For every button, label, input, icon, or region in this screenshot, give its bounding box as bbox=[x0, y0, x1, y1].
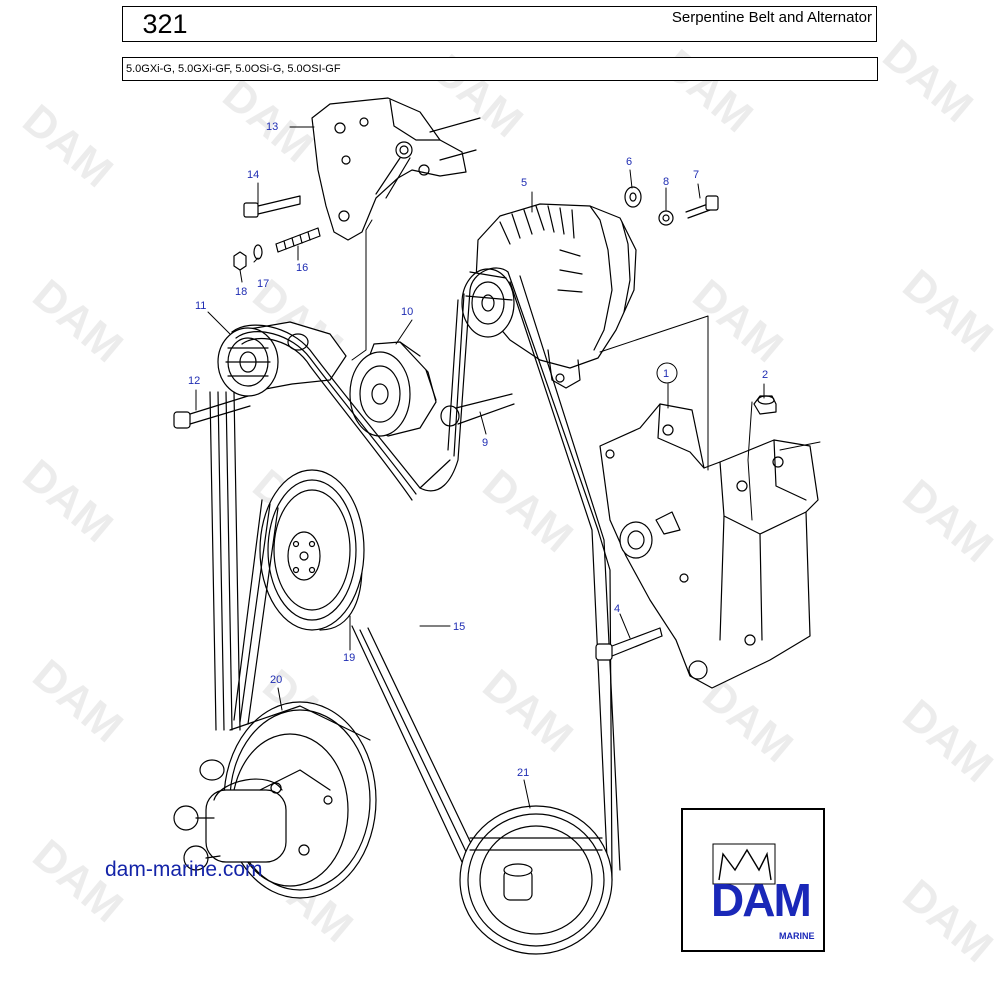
alternator-bracket-part bbox=[599, 403, 819, 689]
seawater-pump-part bbox=[173, 701, 377, 899]
drive-belt-lower bbox=[209, 391, 479, 863]
watermark-text: DAM bbox=[654, 40, 762, 142]
watermark-text: DAM bbox=[24, 270, 132, 372]
callout-16: 16 bbox=[296, 262, 308, 274]
callout-labels: 1 2 3 4 5 6 7 8 9 10 11 12 13 14 15 16 1… bbox=[188, 121, 768, 830]
logo-subtext: MARINE bbox=[779, 931, 815, 941]
callout-11: 11 bbox=[195, 300, 206, 312]
upper-bracket-part bbox=[311, 97, 481, 241]
watermark-text: DAM bbox=[894, 870, 1000, 972]
logo-text: DAM bbox=[711, 874, 810, 926]
models-box: 5.0GXi-G, 5.0GXi-GF, 5.0OSi-G, 5.0OSI-GF bbox=[122, 57, 878, 81]
callout-15: 15 bbox=[453, 621, 465, 633]
callout-circle-1 bbox=[656, 362, 678, 384]
idler-pulley-part bbox=[349, 341, 437, 437]
title-box: Serpentine Belt and Alternator bbox=[206, 6, 877, 42]
callout-10: 10 bbox=[401, 306, 413, 318]
dam-logo: DAM MARINE bbox=[711, 843, 815, 941]
callout-6: 6 bbox=[626, 156, 632, 168]
bolt-7-part bbox=[685, 195, 719, 219]
callout-9: 9 bbox=[482, 437, 488, 449]
model-list: 5.0GXi-G, 5.0GXi-GF, 5.0OSi-G, 5.0OSI-GF bbox=[126, 63, 341, 75]
callout-2: 2 bbox=[762, 369, 768, 381]
callout-13: 13 bbox=[266, 121, 278, 133]
logo-box: DAM MARINE bbox=[681, 808, 825, 952]
page-number-box: 321 bbox=[122, 6, 208, 42]
nut-18-part bbox=[233, 251, 247, 271]
bolt-12-part bbox=[173, 395, 251, 429]
nut-6-part bbox=[624, 186, 642, 208]
callout-14: 14 bbox=[247, 169, 259, 181]
callout-7: 7 bbox=[693, 169, 699, 181]
callout-12: 12 bbox=[188, 375, 200, 387]
callout-8: 8 bbox=[663, 176, 669, 188]
watermark-text: DAM bbox=[474, 660, 582, 762]
callout-18: 18 bbox=[235, 286, 247, 298]
bolt-14-part bbox=[243, 195, 301, 218]
website-link[interactable]: dam-marine.com bbox=[105, 858, 263, 881]
watermark-text: DAM bbox=[874, 30, 982, 132]
watermark-text: DAM bbox=[894, 260, 1000, 362]
callout-17: 17 bbox=[257, 278, 269, 290]
watermark-text: DAM bbox=[684, 270, 792, 372]
crank-pulley-part bbox=[259, 469, 365, 631]
callout-20: 20 bbox=[270, 674, 282, 686]
callout-19: 19 bbox=[343, 652, 355, 664]
stud-16-part bbox=[275, 227, 321, 253]
watermark-text: DAM bbox=[894, 690, 1000, 792]
callout-21: 21 bbox=[517, 767, 529, 779]
washer-8-part bbox=[658, 210, 674, 226]
page-number: 321 bbox=[142, 9, 188, 39]
logo-emblem bbox=[712, 843, 776, 885]
alternator-part bbox=[461, 203, 637, 389]
tensioner-pulley-part bbox=[217, 321, 347, 397]
leader-lines bbox=[195, 126, 821, 809]
watermark-text: DAM bbox=[14, 450, 122, 552]
bolt-4-part bbox=[595, 627, 663, 661]
watermark-text: DAM bbox=[14, 95, 122, 197]
page-title: Serpentine Belt and Alternator bbox=[671, 9, 872, 26]
callout-4: 4 bbox=[614, 603, 620, 615]
callout-1: 1 bbox=[663, 368, 669, 380]
washer-17-part bbox=[253, 244, 263, 260]
callout-5: 5 bbox=[521, 177, 527, 189]
watermark-text: DAM bbox=[474, 460, 582, 562]
steering-pump-pulley-part bbox=[459, 805, 613, 955]
watermark-text: DAM bbox=[24, 650, 132, 752]
watermark-text: DAM bbox=[894, 470, 1000, 572]
nut-2-part bbox=[753, 395, 777, 415]
